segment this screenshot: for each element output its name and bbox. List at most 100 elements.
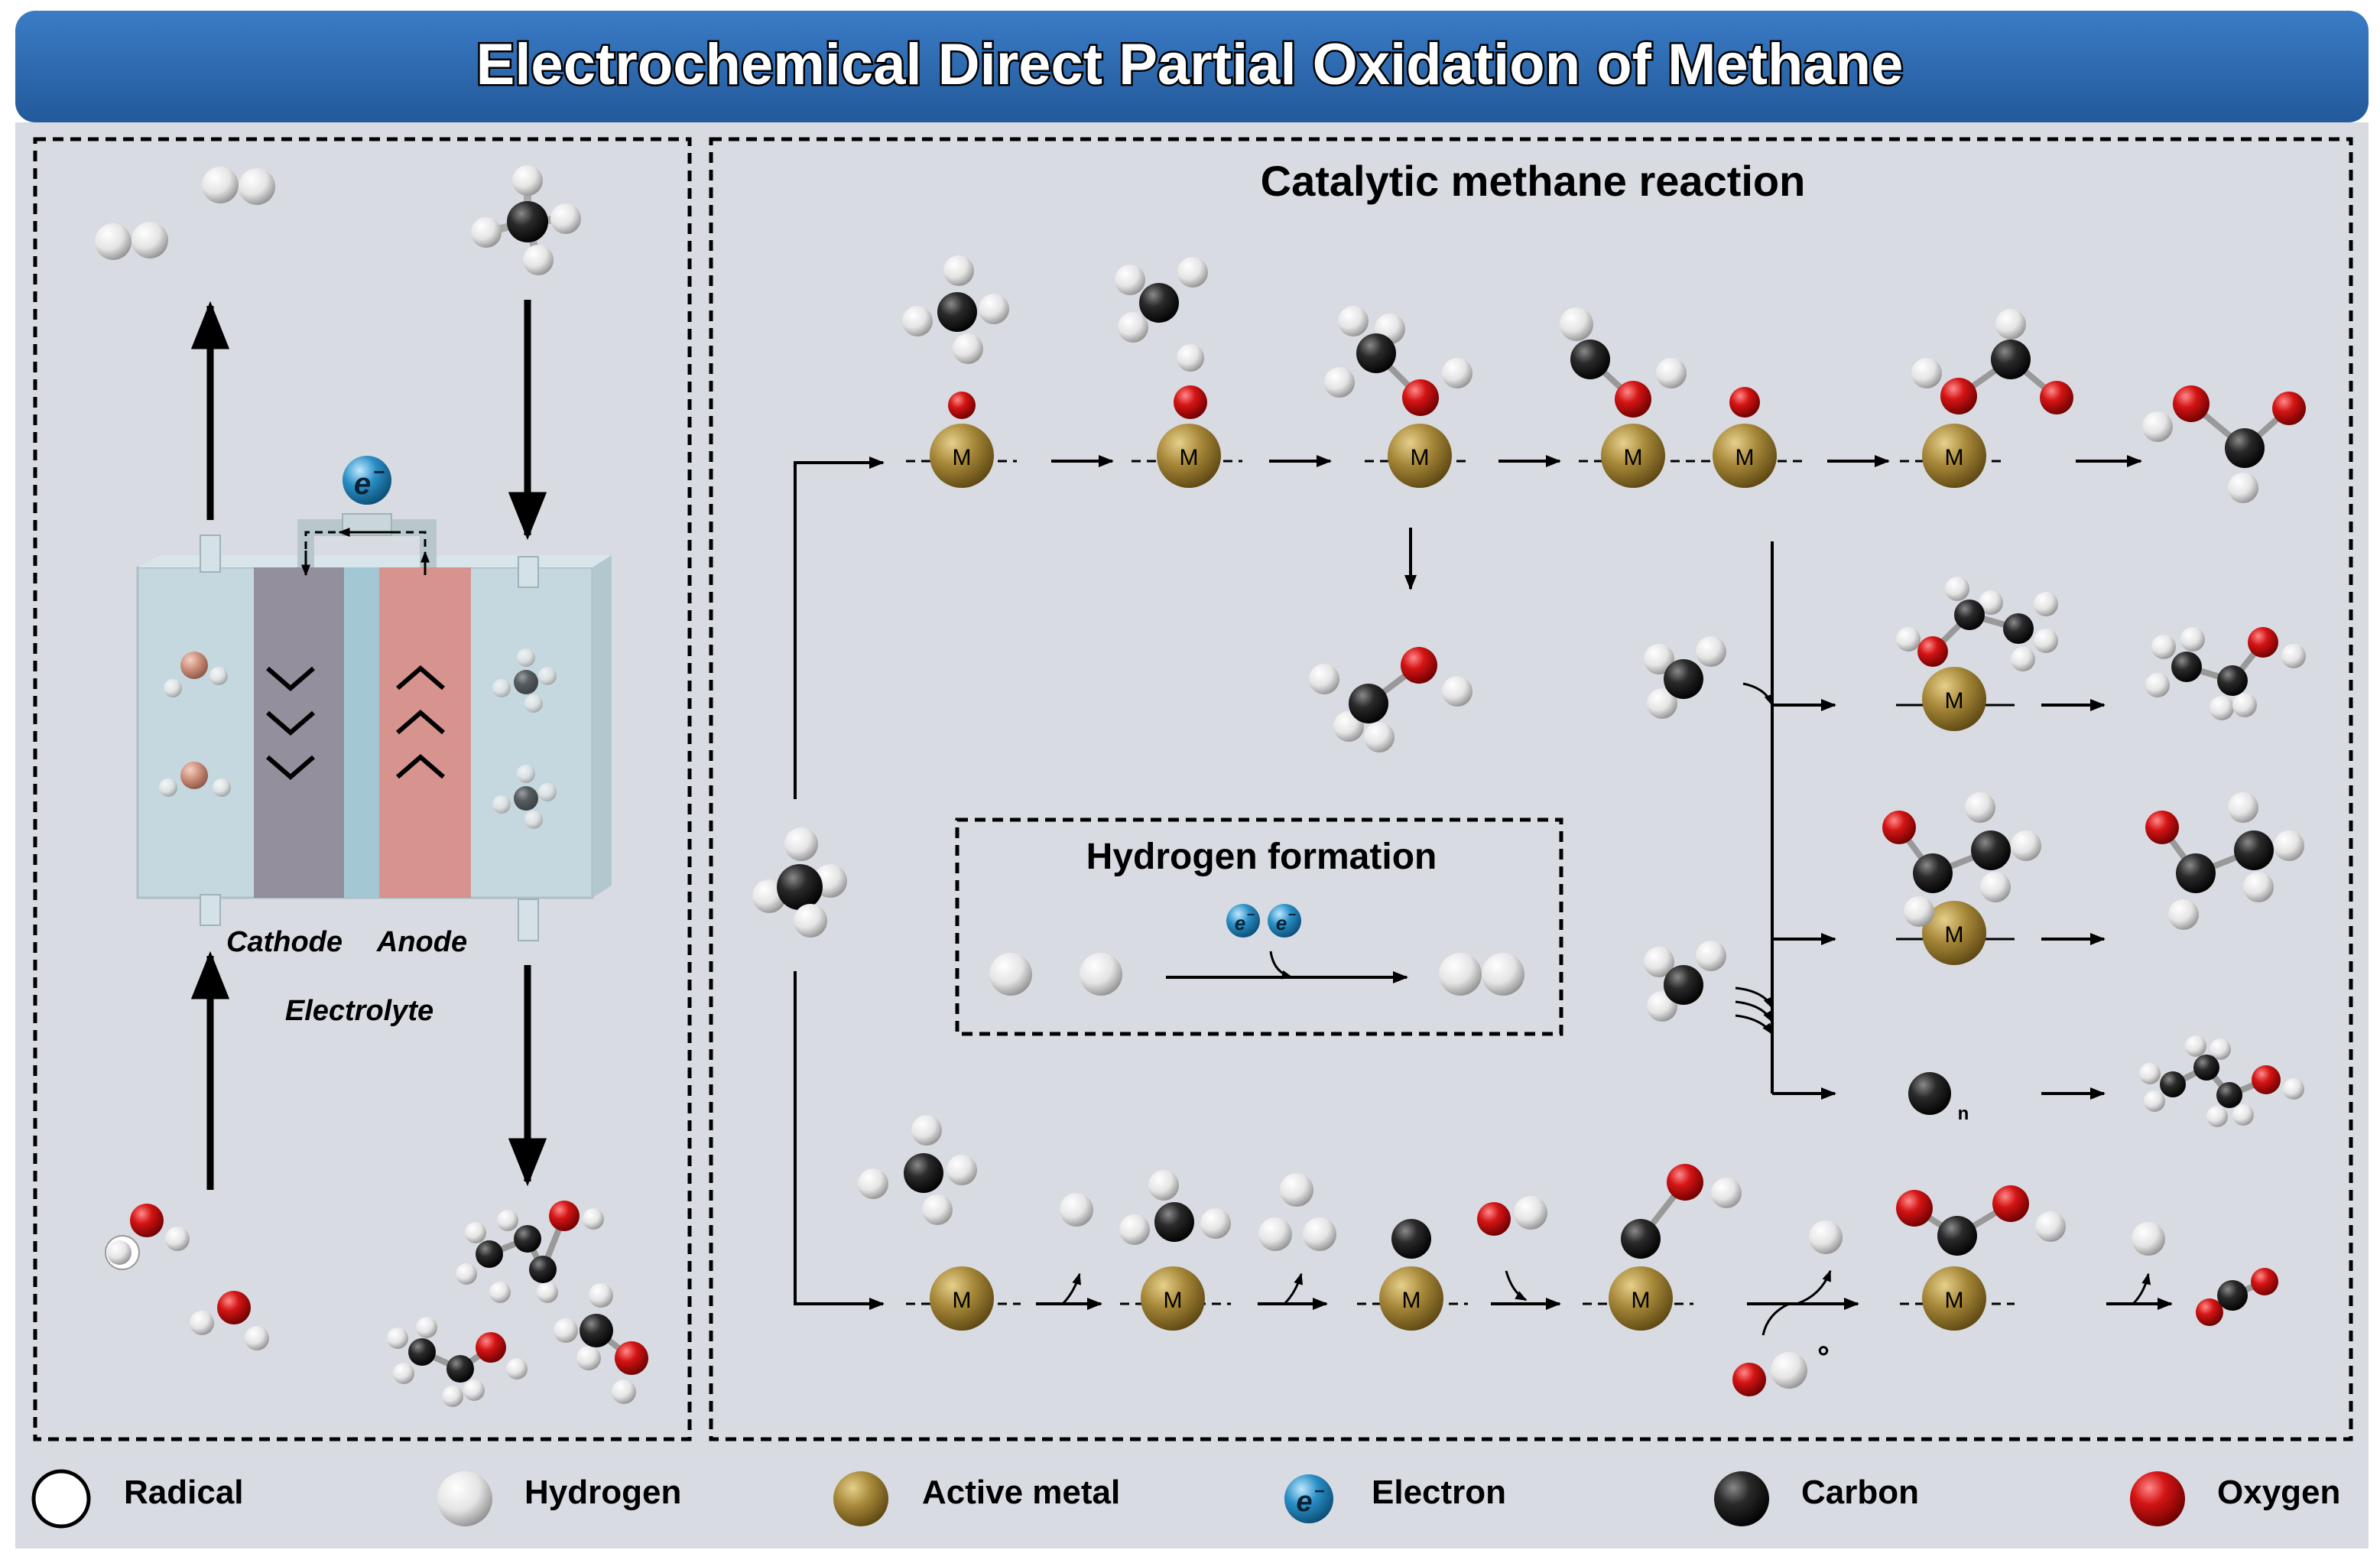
svg-text:M: M [1402,1288,1421,1313]
svg-text:−: − [1314,1481,1325,1502]
svg-text:−: − [1247,907,1255,922]
flow-line-upper [794,457,885,799]
methyl-radical [1644,636,1726,719]
pipe [200,894,221,926]
cathode-chevrons [266,666,315,780]
ethoxy-molecule [1896,577,2058,671]
anode-plate [379,567,471,898]
merge-curves [1735,682,1774,1035]
metal-atom: M [930,1266,994,1331]
methyl-radical [1119,1170,1231,1245]
svg-text:Electron: Electron [1372,1474,1506,1511]
legend-item-electron: e − Electron [1284,1474,1506,1523]
metal-atom: M [1379,1266,1443,1331]
oxygen-atom [948,392,976,419]
svg-text:Radical: Radical [124,1474,244,1511]
metal-atom: M [1388,424,1452,488]
legend: Radical Hydrogen Active metal e − Electr… [31,1469,2340,1529]
oxygen-atom [1729,387,1760,418]
svg-text:−: − [1288,907,1297,922]
metal-atom: M [1157,424,1221,488]
methane-molecule [902,255,1009,364]
methane-molecule [471,165,581,275]
water-molecule [105,1204,190,1270]
active-metal-icon [833,1471,888,1526]
cathode-plate [254,567,344,898]
acetyl-molecule [1882,792,2041,927]
right-panel: Catalytic methane reaction M M M M M M [752,157,2306,1396]
right-panel-title: Catalytic methane reaction [1261,157,1806,205]
water-molecule [164,652,228,697]
legend-item-oxygen: Oxygen [2130,1471,2340,1526]
hydrogen-formation-title: Hydrogen formation [1086,837,1437,877]
methyl-radical [1644,941,1726,1022]
hydrogen-atom [1177,344,1204,372]
methanol-molecule [1309,647,1472,752]
hydrogen-atom [1080,953,1122,996]
svg-text:Active metal: Active metal [922,1474,1120,1511]
hydrogen-atom [989,953,1032,996]
svg-text:n: n [1958,1103,1969,1124]
metal-atom: M [1601,424,1665,488]
electron-icon [1284,1474,1333,1523]
left-panel-border [33,137,692,1441]
methoxy-molecule [1560,307,1687,418]
methanol-molecule [554,1283,648,1404]
water-molecule [190,1291,269,1350]
metal-atom: M [1609,1266,1673,1331]
header-bar: Electrochemical Direct Partial Oxidation… [15,11,2369,122]
anode-label: Anode [376,926,467,958]
electron-icon: e − [1226,904,1260,938]
hydrogen-molecule [1439,953,1524,996]
ethanol-molecule [387,1317,528,1407]
metal-atom: M [1922,667,1986,731]
svg-text:e: e [354,467,371,501]
pipe [518,556,539,588]
electrolyte-membrane [344,567,379,898]
svg-text:M: M [1164,1288,1183,1313]
flow-line-lower [794,971,885,1310]
radical-icon [31,1469,91,1529]
metal-atom: M [1922,901,1986,965]
right-panel-border [709,137,2353,1441]
svg-text:e: e [1235,912,1245,934]
svg-text:M: M [1632,1288,1651,1313]
metal-atom: M [1922,424,1986,488]
hydrogen-formation-box: Hydrogen formation e − e − [955,817,1563,1036]
svg-text:Carbon: Carbon [1801,1474,1919,1511]
svg-text:M: M [1945,688,1964,713]
electrolyte-label: Electrolyte [285,995,433,1027]
hydrogen-atom [2132,1222,2165,1256]
methane-molecule [752,827,847,938]
hydrogen-atom [1060,1193,1093,1227]
pipe [518,899,539,941]
left-panel: e − [95,165,648,1407]
metal-atom: M [1141,1266,1205,1331]
hydrogen-icon [437,1471,492,1526]
radical-mark: ° [1817,1341,1830,1374]
cathode-label: Cathode [226,926,343,958]
hydrogen-atom [1809,1220,1843,1254]
svg-text:−: − [373,460,385,483]
oxygen-atom [1174,385,1207,419]
svg-text:M: M [1735,445,1755,470]
cooh-molecule [1621,1164,1742,1259]
svg-text:M: M [1945,445,1964,470]
svg-text:M: M [1411,445,1430,470]
methane-molecule [492,648,557,713]
hydrogen-pair [1258,1173,1336,1251]
svg-text:M: M [953,445,972,470]
methanol-molecule [1324,306,1472,416]
svg-text:Hydrogen: Hydrogen [524,1474,681,1511]
carboxylate-molecule [1896,1185,2066,1256]
ethanol-molecule [2145,627,2306,720]
methyl-radical [1115,257,1208,343]
page-title: Electrochemical Direct Partial Oxidation… [476,32,1904,97]
legend-item-hydrogen: Hydrogen [437,1471,681,1526]
propanol-molecule [2139,1035,2304,1127]
acetaldehyde-molecule [2145,792,2304,930]
formic-acid-molecule [2142,385,2306,503]
anode-chevrons [396,665,445,779]
